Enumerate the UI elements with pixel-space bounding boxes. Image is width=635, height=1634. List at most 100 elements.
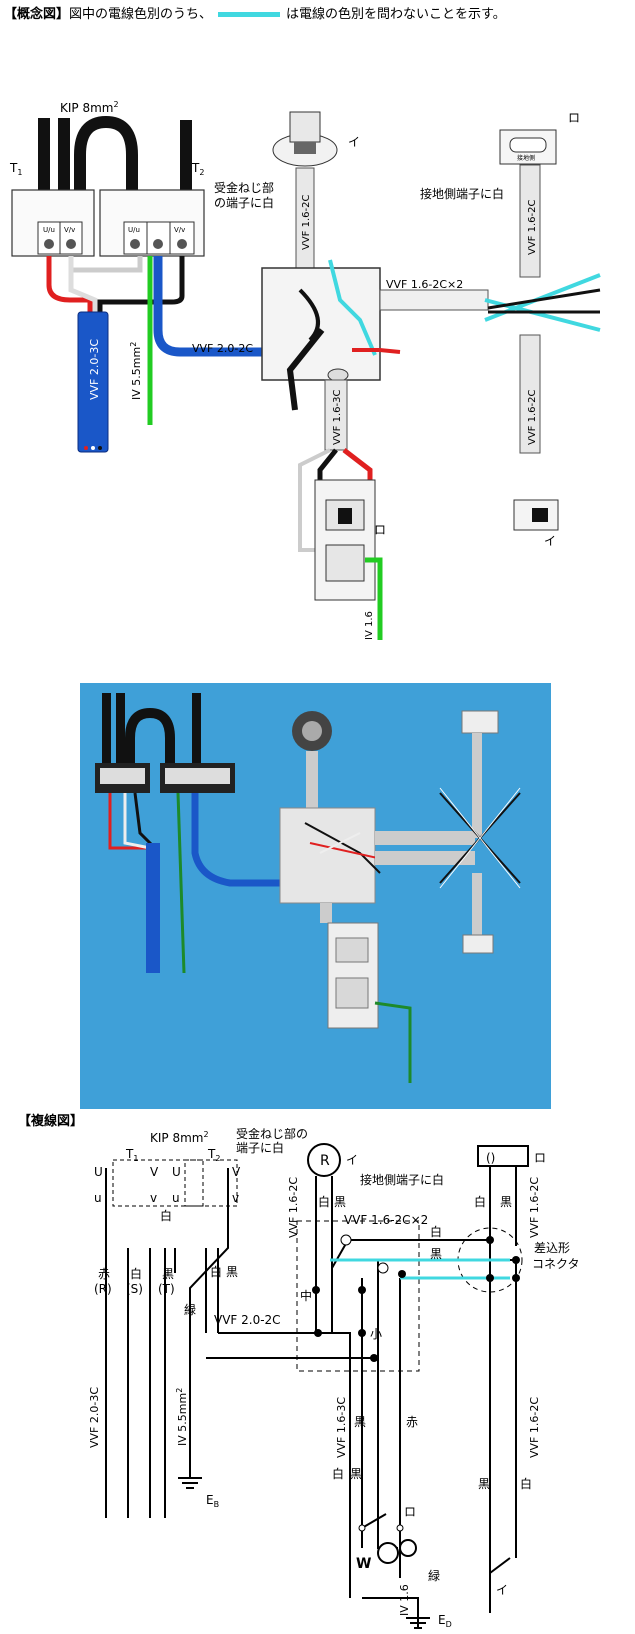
ml-v2-top: V (232, 1165, 241, 1179)
ml-kuro-sw: 黒 (354, 1415, 366, 1429)
ml-outlet (377, 1542, 399, 1564)
transformer-t1 (11, 189, 95, 257)
vvf-right-bottom-label: VVF 1.6-2C (527, 390, 538, 445)
ml-midori-55: 緑 (184, 1302, 196, 1317)
junction-box (261, 259, 401, 411)
multiline-diagram: KIP 8mm2 T1 T2 受金ねじ部の 端子に白 R イ () ロ 接地側端… (88, 1128, 580, 1629)
ml-v-bottom: v (150, 1191, 157, 1205)
switch-i-label: イ (544, 534, 556, 548)
ml-red: 赤 (98, 1267, 110, 1281)
ml-ed: ED (438, 1613, 452, 1629)
ml-vvf-16-2c-right: VVF 1.6-2C (528, 1177, 541, 1238)
lamp-receptacle-i (272, 111, 338, 167)
lamp-ro-label: ロ (568, 111, 580, 125)
completed-work-photo (80, 683, 551, 1109)
ml-t1-label: T1 (125, 1147, 138, 1163)
ml-shiro-mid: 白 (430, 1224, 442, 1239)
iv-16-green (365, 557, 383, 640)
wire-white-s (68, 256, 98, 315)
any-color-legend-line (218, 12, 281, 17)
ml-u-bottom: u (94, 1191, 102, 1205)
ml-kuro-3c: 黒 (350, 1467, 362, 1481)
t1-u-terminal-label: U/u (43, 226, 55, 234)
vvf-right-top-label: VVF 1.6-2C (527, 200, 538, 255)
ml-chu: 中 (300, 1288, 312, 1303)
switch-ro-label: ロ (374, 523, 386, 537)
t1-label: T1 (9, 161, 22, 177)
ml-shiro-3c: 白 (332, 1466, 344, 1481)
ml-u-top: U (94, 1165, 103, 1179)
iv-16-label: IV 1.6 (364, 611, 375, 640)
ml-lamp-note-2: 端子に白 (236, 1140, 284, 1155)
ml-black: 黒 (162, 1267, 174, 1281)
ml-kuro-mid: 黒 (430, 1247, 442, 1261)
concept-header: 【概念図】図中の電線色別のうち、 は電線の色別を問わないことを示す。 (4, 3, 506, 22)
lamp-note-2: の端子に白 (214, 195, 274, 210)
lamp-i-label: イ (348, 135, 360, 149)
ml-shiro-i: 白 (520, 1476, 532, 1491)
concept-title: 【概念図】 (4, 7, 70, 22)
ml-i-label: イ (346, 1153, 358, 1167)
ml-vvf-16-2c-bottom: VVF 1.6-2C (528, 1397, 541, 1458)
ml-kuro-2c: 黒 (226, 1265, 238, 1279)
vvf-20-2c-label: VVF 2.0-2C (192, 342, 253, 355)
wire-red-r (46, 256, 93, 315)
kip-label: KIP 8mm2 (60, 100, 119, 115)
vvf-20-3c-cable (77, 311, 109, 453)
vvf-right-top-cable (519, 164, 541, 278)
ground-note: 接地側端子に白 (420, 186, 504, 201)
ml-iv-55: IV 5.5mm2 (175, 1388, 189, 1446)
header-text-before: 図中の電線色別のうち、 (69, 7, 213, 22)
t2-label: T2 (191, 161, 204, 177)
transformer-t2 (99, 189, 205, 257)
ml-v-top: V (150, 1165, 159, 1179)
ml-kuro-lamp: 黒 (334, 1195, 346, 1209)
ml-kuro-ro: 黒 (500, 1195, 512, 1209)
ml-shiro-jumper: 白 (160, 1208, 172, 1223)
ml-iv-16: IV 1.6 (398, 1584, 411, 1616)
multiline-title: 【複線図】 (18, 1114, 84, 1129)
t2-u-terminal-label: U/u (128, 226, 140, 234)
ml-ground-terminal (399, 1539, 417, 1557)
ml-midori-16: 緑 (428, 1568, 440, 1583)
vvf-right-bottom-cable (519, 334, 541, 454)
vvf-20-3c-label: VVF 2.0-3C (88, 339, 101, 400)
ml-vvf-20-3c: VVF 2.0-3C (88, 1387, 101, 1448)
ml-aka-sw: 赤 (406, 1415, 418, 1429)
lamp-receptacle-ro (499, 129, 557, 165)
ml-red-r: (R) (94, 1282, 112, 1296)
wire-black-t (97, 256, 185, 315)
ml-vvf-20-2c: VVF 2.0-2C (214, 1313, 281, 1327)
ml-vvf-16-2c-left: VVF 1.6-2C (287, 1177, 300, 1238)
ml-r-symbol: R (320, 1153, 330, 1169)
ml-ro-label: ロ (534, 1151, 546, 1165)
ml-white: 白 (130, 1266, 142, 1281)
concept-diagram: KIP 8mm2 T1 T2 U/u V/v U/u V/v VVF 2.0-3… (9, 100, 601, 640)
vvf-16-3c-label: VVF 1.6-3C (332, 390, 343, 445)
ml-sho: 小 (370, 1327, 382, 1341)
ml-kuro-i: 黒 (478, 1477, 490, 1491)
ml-shiro-lamp: 白 (318, 1194, 330, 1209)
ml-switch-ro: ロ (404, 1505, 416, 1519)
switch-outlet-plate (314, 479, 376, 601)
vvf-2c-to-box (153, 256, 262, 357)
ml-ground-note: 接地側端子に白 (360, 1172, 444, 1187)
lamp-note-1: 受金ねじ部 (214, 180, 274, 195)
vvf-16-2c-x2-label: VVF 1.6-2C×2 (386, 278, 463, 291)
connector-any-color-wires (484, 273, 601, 332)
ml-ro-symbol: () (486, 1151, 495, 1165)
vvf-16-2c-x2-cable (379, 289, 489, 311)
ml-vvf-16-3c: VVF 1.6-3C (335, 1397, 348, 1458)
ml-vvf-x2: VVF 1.6-2C×2 (344, 1213, 428, 1227)
switch-i-box (513, 499, 559, 531)
wire-white-jumper (68, 256, 143, 273)
t2-v-terminal-label: V/v (174, 226, 185, 234)
kip-cables (38, 115, 192, 200)
ml-w-label: W (356, 1556, 371, 1572)
ml-u2-bottom: u (172, 1191, 180, 1205)
ml-switch-i: イ (496, 1583, 508, 1597)
ground-side-mark: 接地側 (517, 154, 535, 162)
t1-v-terminal-label: V/v (64, 226, 75, 234)
vvf-16-2c-top-label: VVF 1.6-2C (301, 195, 312, 250)
header-text-after: は電線の色別を問わないことを示す。 (286, 7, 506, 22)
